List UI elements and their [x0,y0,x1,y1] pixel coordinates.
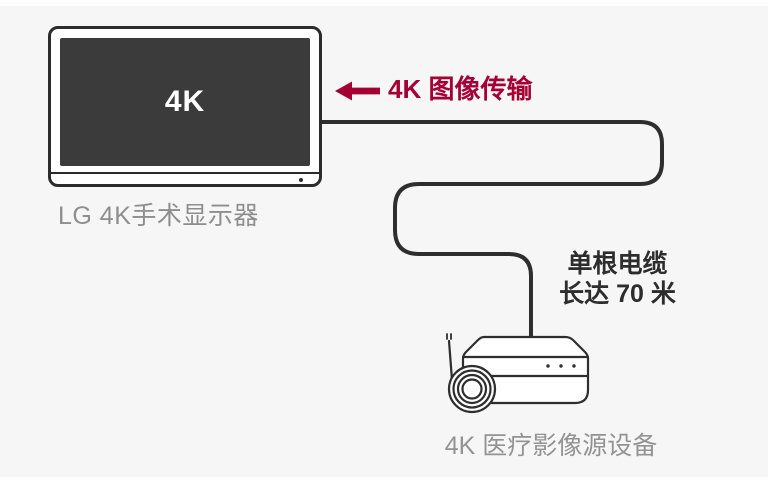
monitor-chin-divider [51,172,319,174]
transmission-label: 4K 图像传输 [388,74,533,104]
surgical-monitor: 4K [48,26,322,187]
cable-path [322,120,664,338]
cable-length-line2: 长达 70 米 [559,280,676,308]
bottom-edge-strip [0,477,768,480]
cable-length-label: 单根电缆 长达 70 米 [535,249,700,309]
camera-device-icon [446,333,590,414]
monitor-caption: LG 4K手术显示器 [58,202,259,230]
monitor-screen: 4K [60,38,310,166]
left-arrow-icon [335,81,380,101]
power-led-dot [299,178,303,182]
cable-length-line1: 单根电缆 [567,250,668,278]
device-caption: 4K 医疗影像源设备 [444,432,658,460]
top-edge-strip [0,0,768,6]
monitor-screen-label: 4K [164,85,206,118]
